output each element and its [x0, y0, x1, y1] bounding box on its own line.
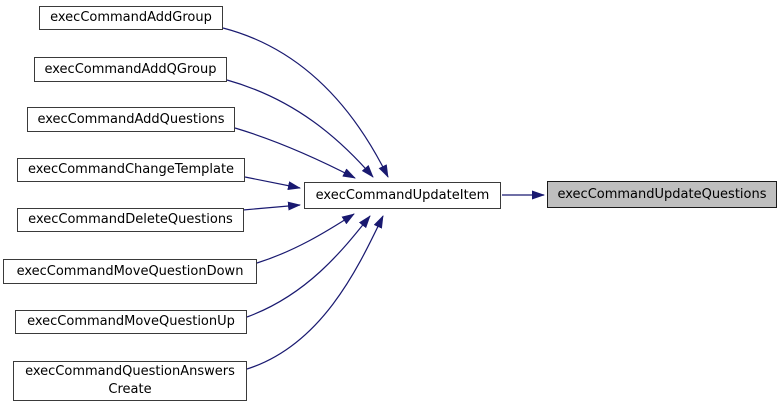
- edge-move-question-down-to-update-item: [256, 213, 355, 264]
- node-exec-command-delete-questions[interactable]: execCommandDeleteQuestions: [17, 208, 244, 232]
- node-exec-command-change-template[interactable]: execCommandChangeTemplate: [17, 158, 245, 182]
- node-exec-command-update-questions: execCommandUpdateQuestions: [547, 181, 777, 208]
- node-exec-command-question-answers-create[interactable]: execCommandQuestionAnswers Create: [13, 361, 247, 401]
- node-exec-command-add-group[interactable]: execCommandAddGroup: [39, 6, 223, 30]
- node-exec-command-move-question-down[interactable]: execCommandMoveQuestionDown: [3, 259, 257, 284]
- edge-question-answers-create-to-update-item: [246, 215, 384, 370]
- node-exec-command-update-item[interactable]: execCommandUpdateItem: [304, 182, 501, 209]
- edge-add-qgroup-to-update-item: [226, 79, 374, 178]
- edge-delete-questions-to-update-item: [242, 201, 301, 211]
- edge-add-group-to-update-item: [222, 27, 389, 178]
- edge-move-question-up-to-update-item: [246, 215, 371, 318]
- node-exec-command-add-qgroup[interactable]: execCommandAddQGroup: [34, 57, 227, 82]
- edge-add-questions-to-update-item: [234, 127, 356, 179]
- edge-change-template-to-update-item: [244, 176, 301, 191]
- node-exec-command-add-questions[interactable]: execCommandAddQuestions: [27, 107, 235, 132]
- node-exec-command-move-question-up[interactable]: execCommandMoveQuestionUp: [15, 310, 247, 334]
